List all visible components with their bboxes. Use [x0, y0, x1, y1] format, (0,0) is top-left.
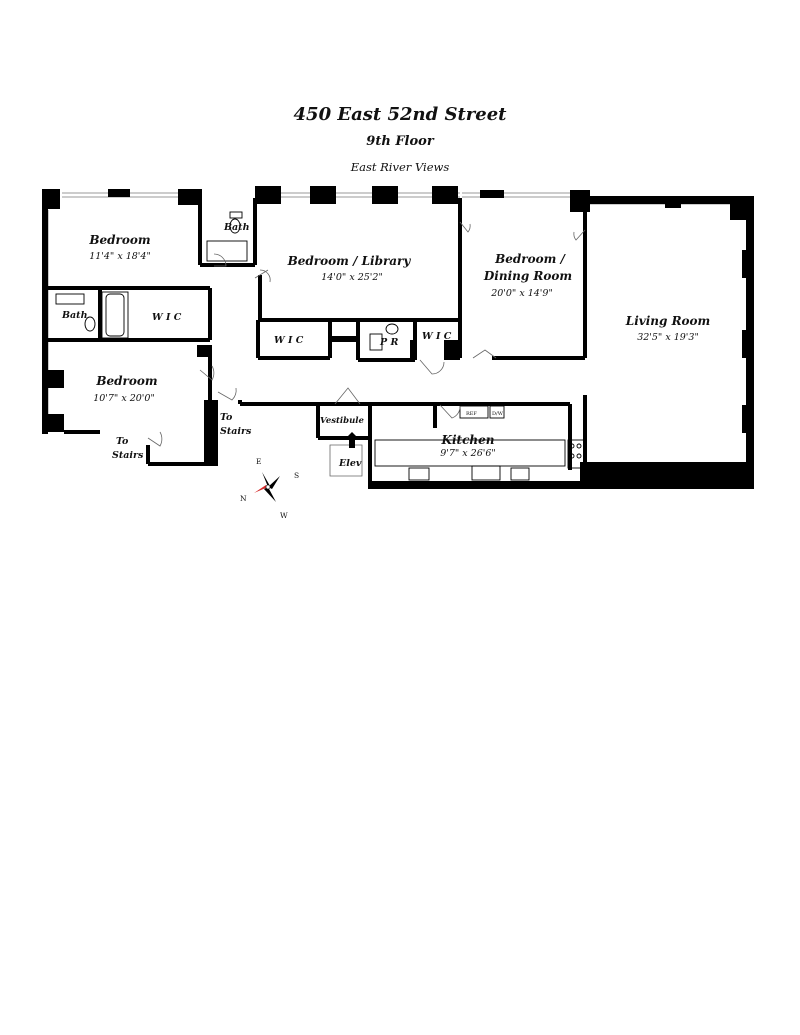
kitchen-dims: 9'7" x 26'6" — [440, 448, 496, 459]
kitchen-name: Kitchen — [441, 433, 495, 447]
door-swings — [147, 221, 586, 477]
vestibule-label: Vestibule — [320, 416, 365, 426]
compass-s: S — [294, 471, 299, 480]
fixtures — [55, 211, 585, 481]
wic-left-label: W I C — [152, 312, 182, 323]
compass-n: N — [240, 494, 247, 503]
wic-center-label: W I C — [274, 335, 304, 346]
bedroom-dining-name-2: Dining Room — [483, 269, 572, 283]
pr-label: P R — [379, 337, 398, 348]
elev-label: Elev — [338, 458, 362, 469]
living-room-dims: 32'5" x 19'3" — [637, 332, 699, 343]
to-stairs-center-1: To — [220, 412, 233, 423]
ref-label: REF — [466, 411, 477, 417]
plan-views: East River Views — [350, 160, 450, 174]
to-stairs-left-1: To — [116, 436, 129, 447]
living-room-name: Living Room — [625, 314, 711, 328]
bath-left-label: Bath — [61, 310, 88, 321]
bedroom2-dims: 10'7" x 20'0" — [93, 393, 155, 404]
bedroom-library-dims: 14'0" x 25'2" — [321, 272, 383, 283]
dw-label: D/W — [492, 411, 504, 417]
compass-icon: E S N W — [240, 457, 299, 520]
bedroom2-name: Bedroom — [95, 374, 157, 388]
wic-right-label: W I C — [422, 331, 452, 342]
plan-title: 450 East 52nd Street — [293, 104, 507, 125]
wall-blocks — [197, 336, 460, 466]
bath-top-label: Bath — [223, 222, 250, 233]
bedroom1-name: Bedroom — [88, 233, 150, 247]
bedroom-dining-dims: 20'0" x 14'9" — [490, 288, 553, 299]
to-stairs-center-2: Stairs — [220, 426, 252, 437]
bedroom1-dims: 11'4" x 18'4" — [89, 251, 151, 262]
to-stairs-left-2: Stairs — [112, 450, 144, 461]
bedroom-library-name: Bedroom / Library — [287, 254, 412, 268]
compass-w: W — [280, 511, 288, 520]
plan-floor: 9th Floor — [366, 134, 434, 149]
exterior-walls — [42, 186, 754, 489]
interior-walls — [48, 198, 587, 486]
compass-e: E — [256, 457, 261, 466]
entry-arrow — [344, 432, 360, 448]
bedroom-dining-name-1: Bedroom / — [494, 252, 566, 266]
